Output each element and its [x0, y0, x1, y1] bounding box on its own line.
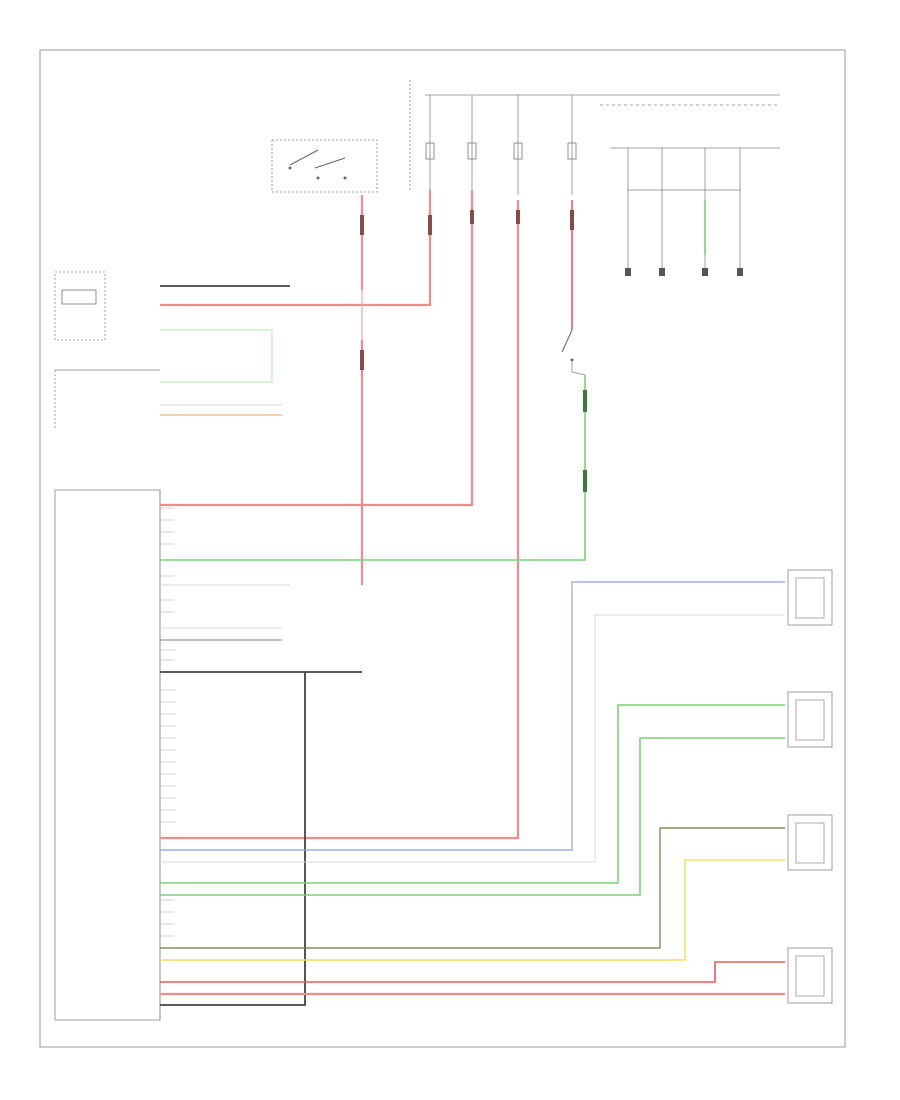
- wire-yellow-sensor3: [160, 859, 785, 961]
- top-right-connector: [610, 147, 780, 276]
- wire-ground-vertical: [160, 672, 306, 1006]
- wire-olive-sensor3: [160, 827, 785, 949]
- hvac-module: [54, 489, 161, 1021]
- wire-red-fuse2: [160, 190, 474, 507]
- sensor-left-front: [787, 947, 833, 1004]
- hvac-module-pins: [160, 507, 175, 937]
- instrument-cluster: [54, 369, 160, 430]
- ignition-switch: [271, 139, 378, 193]
- diagram-frame: [39, 49, 846, 1048]
- wire-connector-marks-green: [583, 390, 587, 492]
- sensor-right-rear: [787, 569, 833, 626]
- wire-green2-sensor2: [160, 737, 785, 896]
- door-switch: [561, 329, 574, 362]
- radio: [54, 271, 106, 341]
- wire-red-fuse1: [160, 190, 432, 307]
- wire-door-green: [160, 375, 586, 561]
- wire-green-sensor2: [160, 704, 785, 884]
- wire-lgray-sensor1: [160, 614, 785, 863]
- wire-red-sensor4: [160, 961, 785, 983]
- wire-lgreen-radio: [160, 329, 273, 383]
- sensor-right-front: [787, 814, 833, 871]
- fuse-block: [409, 80, 780, 195]
- wire-connector-marks: [360, 210, 574, 370]
- wire-blue-sensor1: [160, 581, 785, 851]
- wire-red-fuse3: [160, 200, 520, 840]
- sensor-left-rear: [787, 691, 833, 748]
